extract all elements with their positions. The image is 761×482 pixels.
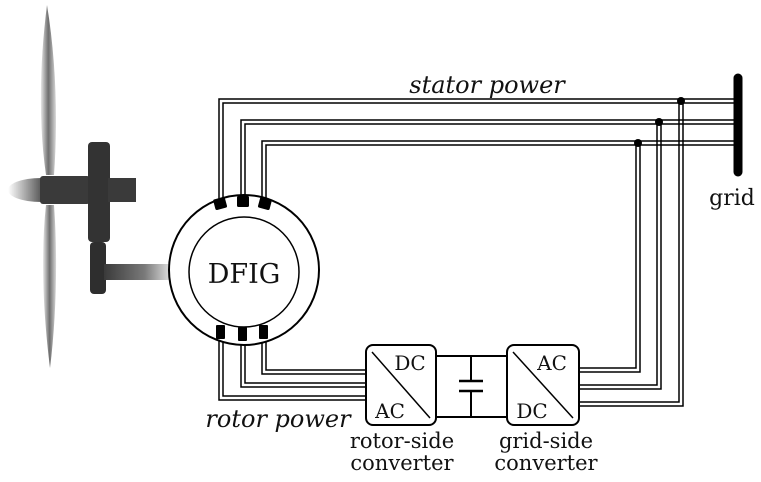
grid-converter-ac: AC: [536, 351, 567, 375]
gearbox-side: [108, 178, 136, 202]
stator-lines: [218, 98, 738, 200]
grid-bus: grid: [709, 73, 755, 211]
gearbox-main: [88, 142, 110, 242]
stator-line-1: [218, 98, 738, 200]
rotor-converter-dc: DC: [394, 351, 425, 375]
junction-dots: [634, 97, 685, 147]
generator-label: DFIG: [208, 259, 281, 290]
hub: [40, 176, 90, 204]
rotor-converter-label-1: rotor-side: [350, 429, 454, 453]
rotor-converter-ac: AC: [374, 399, 405, 423]
rotor-side-converter: DC AC rotor-side converter: [350, 344, 455, 475]
grid-side-converter: AC DC grid-side converter: [494, 344, 599, 475]
lower-blade: [43, 205, 57, 368]
dc-link: [433, 355, 509, 418]
grid-converter-label-1: grid-side: [499, 429, 593, 453]
rotor-converter-label-2: converter: [350, 451, 454, 475]
rotor-line-3: [261, 338, 368, 375]
rotor-power-label: rotor power: [205, 405, 352, 433]
hub-nose: [8, 178, 42, 202]
dfig-generator: DFIG: [168, 194, 320, 346]
grid-converter-label-2: converter: [494, 451, 598, 475]
stator-line-3: [261, 140, 738, 200]
upper-blade: [40, 5, 56, 175]
rotor-lines: [218, 338, 368, 401]
drive-shaft: [104, 264, 172, 280]
grid-label: grid: [709, 186, 755, 211]
stator-power-label: stator power: [409, 71, 566, 99]
rotor-terminals: [216, 325, 268, 341]
gearbox-lower: [90, 242, 106, 294]
grid-converter-dc: DC: [516, 399, 547, 423]
stator-terminals: [213, 196, 272, 211]
stator-line-2: [240, 119, 738, 200]
rotor-line-2: [240, 338, 368, 388]
rotor-line-1: [218, 338, 368, 401]
dc-link-capacitor: [459, 356, 483, 417]
turbine-rotor: [8, 5, 172, 368]
grid-converter-lines: [579, 101, 684, 407]
